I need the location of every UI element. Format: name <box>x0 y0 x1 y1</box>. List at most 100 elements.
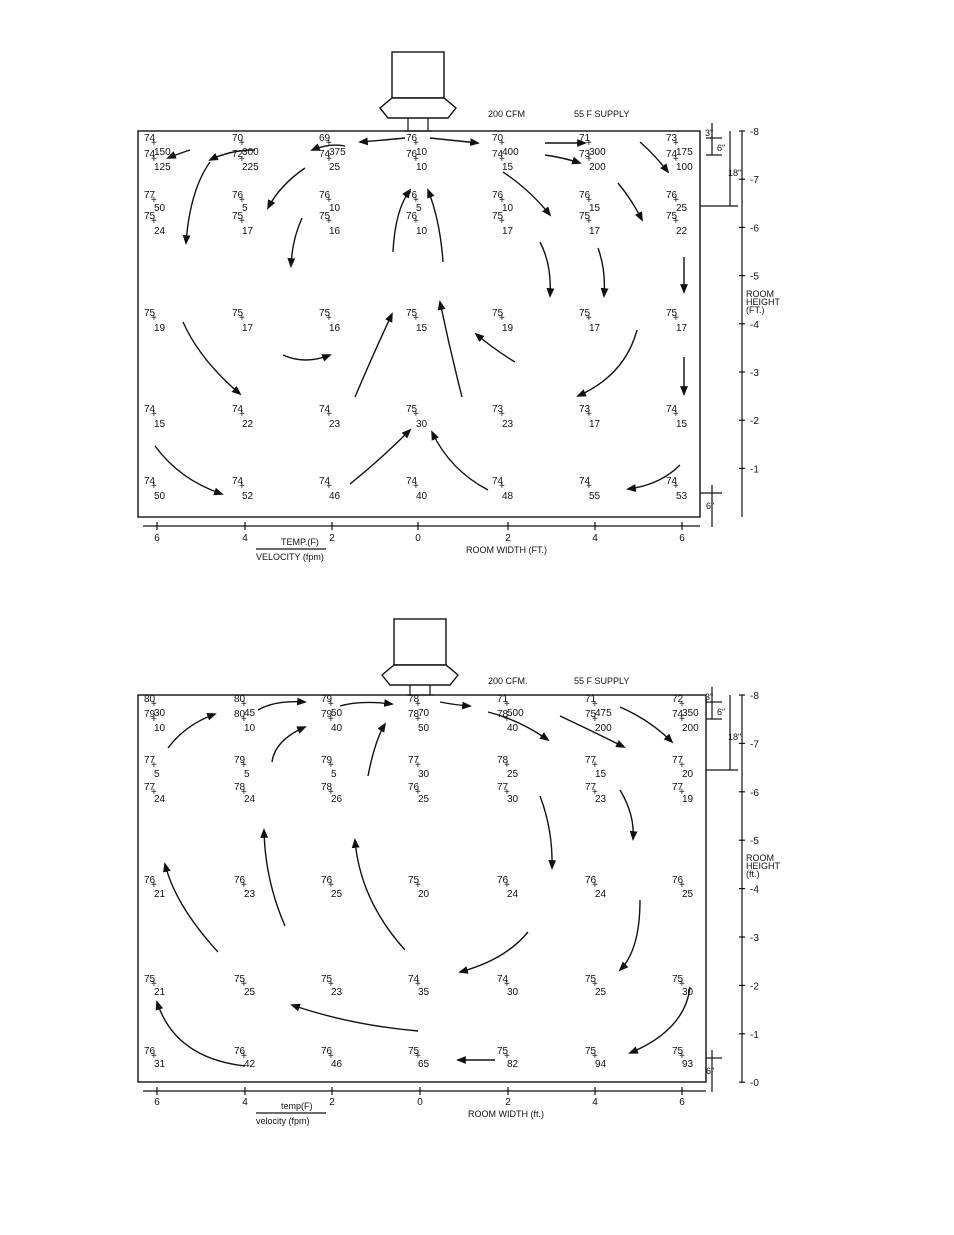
point-marker: + <box>586 216 592 227</box>
x-tick-label: 6 <box>154 1097 160 1108</box>
temperature-value: 75 <box>232 308 244 319</box>
temperature-value: 77 <box>497 782 509 793</box>
temperature-value: 75 <box>492 211 504 222</box>
velocity-value: 21 <box>154 889 166 900</box>
y-tick-label: -0 <box>750 1078 759 1089</box>
dim-6b-label: 6" <box>706 501 714 511</box>
measurement-point: 75+17 <box>232 211 254 237</box>
flow-arrow <box>154 445 224 496</box>
temperature-value: 76 <box>406 190 418 201</box>
flow-arrow <box>354 312 393 398</box>
velocity-value: 50 <box>331 708 343 719</box>
measurement-point: 74+100 <box>666 149 693 173</box>
temperature-value: 78 <box>408 709 420 720</box>
velocity-value: 5 <box>416 203 422 214</box>
velocity-value: 48 <box>502 491 514 502</box>
point-marker: + <box>673 138 679 149</box>
point-marker: + <box>586 313 592 324</box>
measurement-point: 78+26 <box>321 782 343 805</box>
point-marker: + <box>326 138 332 149</box>
temperature-value: 74 <box>579 476 591 487</box>
velocity-value: 17 <box>589 226 601 237</box>
y-tick-label: -4 <box>750 320 759 331</box>
flow-arrow <box>267 167 306 210</box>
temperature-value: 75 <box>319 308 331 319</box>
temperature-value: 76 <box>406 211 418 222</box>
y-tick-label: -2 <box>750 416 759 427</box>
velocity-value: 17 <box>242 323 254 334</box>
velocity-value: 42 <box>244 1059 256 1070</box>
temperature-value: 74 <box>406 476 418 487</box>
measurement-point: 77+5 <box>144 755 160 780</box>
temperature-value: 75 <box>408 875 420 886</box>
x-tick-label: 0 <box>415 533 421 544</box>
temperature-value: 74 <box>232 476 244 487</box>
point-marker: + <box>586 154 592 165</box>
measurement-point: 74+46 <box>319 476 341 502</box>
temperature-value: 75 <box>232 211 244 222</box>
point-marker: + <box>328 880 334 891</box>
flow-arrow <box>619 706 674 744</box>
measurement-point: 75+17 <box>579 211 601 237</box>
flow-arrow <box>208 149 256 161</box>
point-marker: + <box>504 760 510 771</box>
temperature-value: 77 <box>585 782 597 793</box>
measurement-point: 71+300 <box>579 133 606 158</box>
flow-arrow <box>429 137 480 147</box>
y-title-line: HEIGHT <box>746 861 781 871</box>
measurement-point: 78+25 <box>497 755 519 780</box>
flow-arrow <box>619 789 638 841</box>
velocity-value: 23 <box>331 987 343 998</box>
temperature-value: 80 <box>234 694 246 705</box>
measurement-point: 78+24 <box>234 782 256 805</box>
supply-cfm-label: 200 CFM <box>488 109 525 119</box>
measurement-point: 75+16 <box>319 308 341 334</box>
measurement-point: 73+200 <box>579 149 606 173</box>
velocity-value: 30 <box>507 987 519 998</box>
measurement-point: 76+10 <box>319 190 341 214</box>
flow-arrow <box>539 795 557 870</box>
measurement-point: 76+46 <box>321 1046 343 1070</box>
temperature-value: 71 <box>585 694 597 705</box>
flow-arrow <box>282 354 332 362</box>
point-marker: + <box>592 699 598 710</box>
temperature-value: 80 <box>234 709 246 720</box>
point-marker: + <box>413 138 419 149</box>
measurement-point: 74+50 <box>144 476 166 502</box>
point-marker: + <box>673 313 679 324</box>
temperature-value: 75 <box>144 211 156 222</box>
flow-arrow <box>576 329 638 397</box>
measurement-point: 72+350 <box>672 694 699 719</box>
temperature-value: 79 <box>144 709 156 720</box>
point-marker: + <box>151 714 157 725</box>
measurement-point: 76+10 <box>406 211 428 237</box>
velocity-value: 200 <box>682 723 699 734</box>
velocity-value: 46 <box>331 1059 343 1070</box>
diagram-2: 200 CFM.55 F SUPPLY80+3080+4579+5078+707… <box>137 618 781 1126</box>
y-tick-label: -4 <box>750 885 759 896</box>
point-marker: + <box>241 787 247 798</box>
velocity-value: 15 <box>676 419 688 430</box>
point-marker: + <box>592 880 598 891</box>
point-marker: + <box>586 409 592 420</box>
y-title-line: (FT.) <box>746 305 765 315</box>
flow-arrow <box>502 171 552 217</box>
dim-3-label: 3" <box>705 128 713 138</box>
temperature-value: 75 <box>666 308 678 319</box>
temperature-value: 77 <box>144 782 156 793</box>
velocity-value: 30 <box>682 987 694 998</box>
supply-cfm-label: 200 CFM. <box>488 676 528 686</box>
temperature-value: 75 <box>585 974 597 985</box>
velocity-value: 19 <box>502 323 514 334</box>
y-tick-label: -2 <box>750 981 759 992</box>
point-marker: + <box>151 138 157 149</box>
temperature-value: 78 <box>497 709 509 720</box>
point-marker: + <box>499 409 505 420</box>
velocity-value: 500 <box>507 708 524 719</box>
velocity-value: 53 <box>676 491 688 502</box>
point-marker: + <box>326 409 332 420</box>
velocity-value: 23 <box>502 419 514 430</box>
point-marker: + <box>504 979 510 990</box>
temperature-value: 76 <box>497 875 509 886</box>
